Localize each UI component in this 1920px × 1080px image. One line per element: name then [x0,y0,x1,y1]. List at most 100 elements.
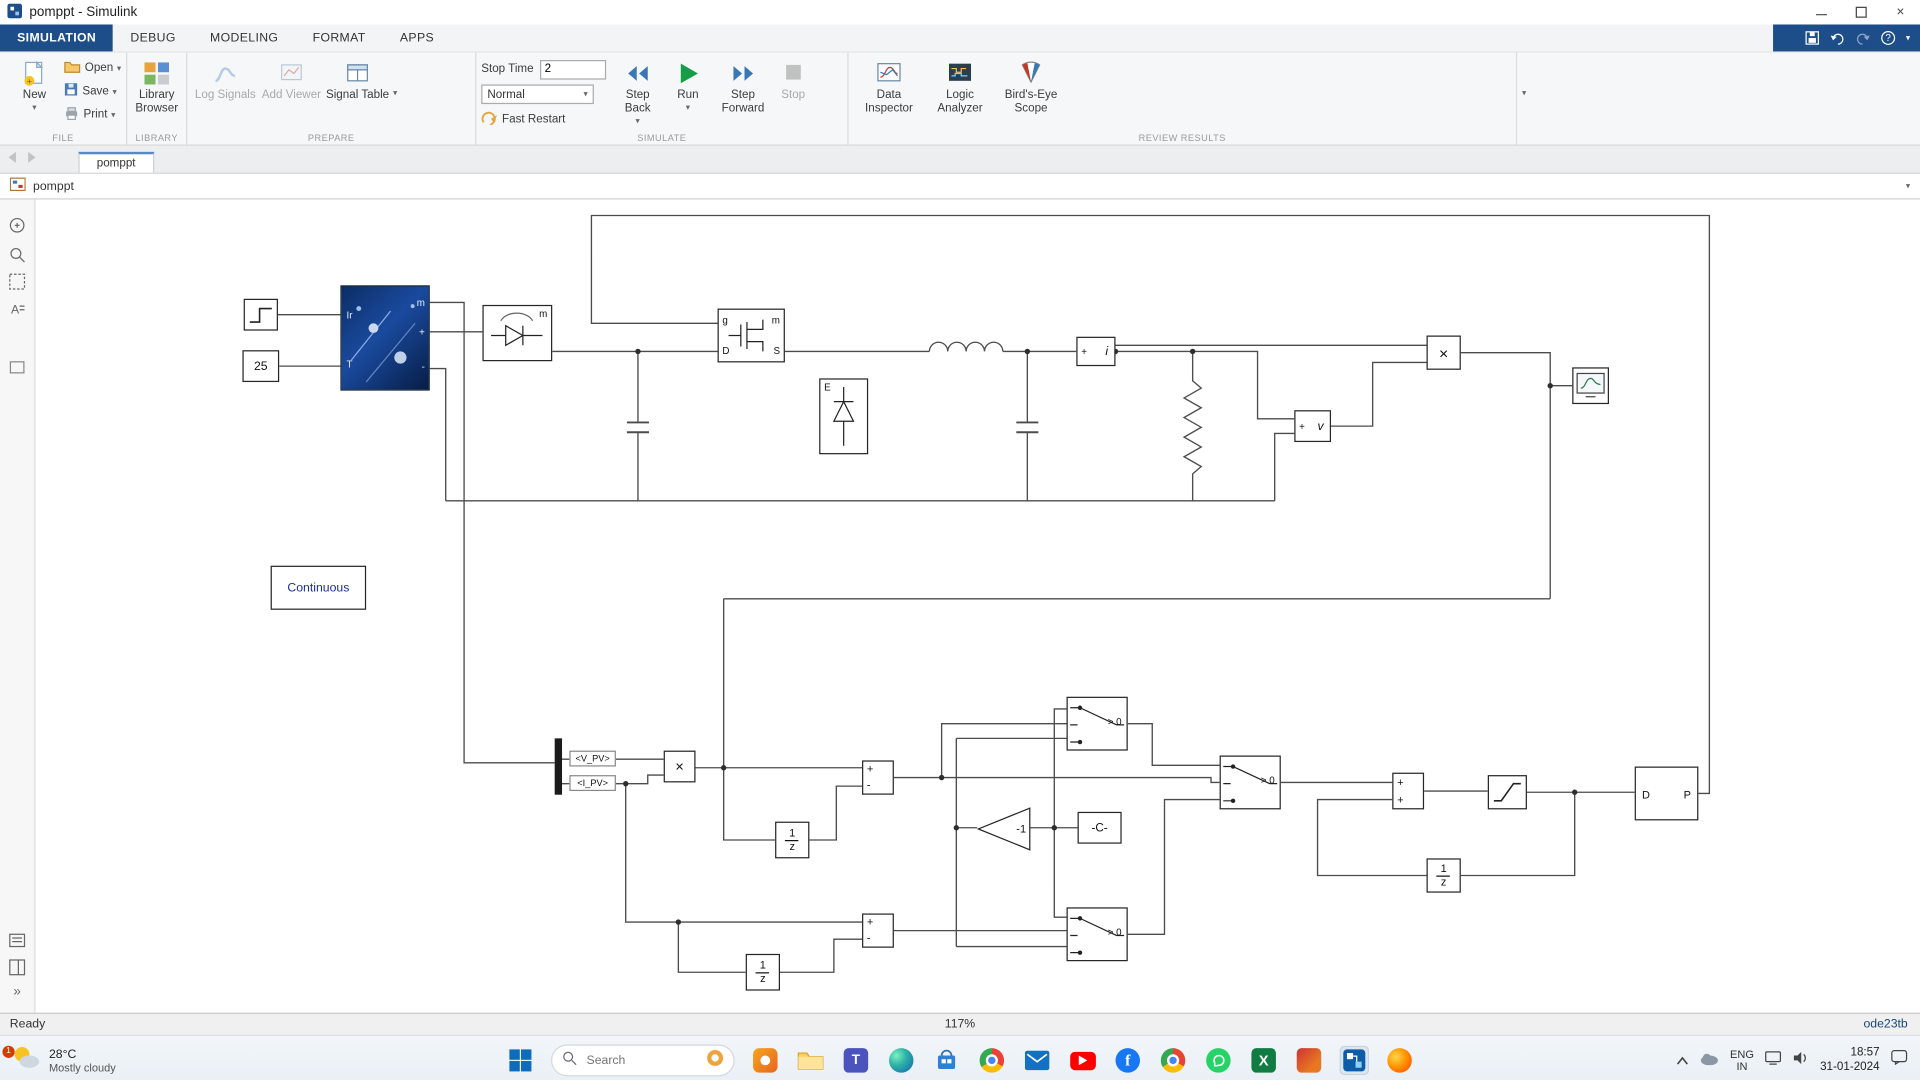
model-canvas[interactable]: 25 Ir T m + - m g [35,199,1920,1013]
constant-temperature-block[interactable]: 25 [242,350,280,383]
tab-modeling[interactable]: MODELING [210,31,279,45]
file-explorer-icon[interactable] [796,1046,825,1075]
data-inspector-button[interactable]: Data Inspector [853,56,924,116]
minimize-button[interactable] [1802,0,1841,24]
microsoft-store-icon[interactable] [932,1046,961,1075]
saturation-block[interactable] [1487,775,1527,810]
mosfet-block[interactable]: g m D S [717,308,785,363]
step-back-button[interactable]: Step Back ▾ [613,56,662,127]
whatsapp-icon[interactable] [1204,1046,1233,1075]
step-block[interactable] [243,298,278,331]
fast-restart-toggle[interactable]: Fast Restart [481,108,606,131]
toolstrip-overflow-caret-icon[interactable]: ▾ [1522,88,1527,98]
logic-analyzer-button[interactable]: Logic Analyzer [924,56,995,116]
model-tab[interactable]: pomppt [78,151,154,173]
maximize-button[interactable] [1842,0,1881,24]
volume-icon[interactable] [1793,1049,1809,1071]
sum-block-duty[interactable]: + + [1392,772,1425,810]
onedrive-icon[interactable] [1699,1049,1719,1071]
quick-save-icon[interactable] [1805,31,1820,46]
expand-palette-icon[interactable]: » [13,984,21,1000]
redo-icon[interactable] [1856,31,1872,45]
bus-selector-block[interactable] [554,738,563,795]
breadcrumb-caret-icon[interactable]: ▾ [1905,182,1911,192]
taskbar-clock[interactable]: 18:57 31-01-2024 [1820,1046,1880,1075]
powergui-block[interactable]: Continuous [270,565,367,610]
browser-icon[interactable] [1158,1046,1187,1075]
weather-widget[interactable]: 1 28°C Mostly cloudy [0,1043,116,1079]
switch-block-3[interactable]: > 0 [1066,907,1128,962]
solver-name[interactable]: ode23tb [1863,1017,1908,1032]
diode-block[interactable]: E [819,378,869,455]
facebook-icon[interactable]: f [1113,1046,1142,1075]
tab-format[interactable]: FORMAT [312,31,366,45]
breadcrumb-model-name[interactable]: pomppt [33,179,74,193]
tab-debug[interactable]: DEBUG [130,31,176,45]
step-forward-button[interactable]: Step Forward [714,56,773,116]
photos-app-icon[interactable] [751,1046,780,1075]
tab-apps[interactable]: APPS [399,31,435,45]
annotation-icon[interactable]: A [6,298,28,320]
chrome-icon[interactable] [977,1046,1006,1075]
property-inspector-icon[interactable] [6,956,28,978]
help-icon[interactable]: ? [1881,30,1896,46]
library-browser-button[interactable]: Library Browser [132,56,181,116]
sample-time-legend-icon[interactable] [6,929,28,951]
prepare-overflow-caret-icon[interactable]: ▾ [393,88,398,98]
firefox-icon[interactable] [1385,1046,1414,1075]
youtube-icon[interactable] [1068,1046,1097,1075]
switch-block-1[interactable]: > 0 [1066,696,1128,751]
open-button[interactable]: Open▾ [64,56,121,79]
taskbar-search[interactable] [551,1044,735,1077]
excel-icon[interactable]: X [1249,1046,1278,1075]
print-button[interactable]: Print▾ [64,103,121,126]
stop-button[interactable]: Stop [772,56,814,102]
tab-simulation[interactable]: SIMULATION [0,24,114,52]
simulink-taskbar-icon[interactable] [1339,1045,1369,1076]
new-button[interactable]: + New ▾ [5,56,64,114]
birdseye-scope-button[interactable]: Bird's-Eye Scope [996,56,1067,116]
pv-array-block[interactable]: Ir T m + - [340,285,430,391]
signal-table-button[interactable]: Signal Table [324,56,390,102]
bus-signal-tag-vpv[interactable]: <V_PV> [569,750,616,767]
run-button[interactable]: Run ▾ [662,56,713,114]
simulation-mode-dropdown[interactable]: Normal ▾ [481,84,594,105]
edge-icon[interactable] [887,1046,916,1075]
diode-measurement-block[interactable]: m [482,304,553,362]
start-button[interactable] [506,1046,535,1075]
sum-block-di[interactable]: + - [862,913,894,948]
tray-chevron-icon[interactable] [1676,1049,1688,1071]
undo-icon[interactable] [1830,31,1846,45]
teams-icon[interactable]: T [841,1046,870,1075]
current-measurement-block[interactable]: + i [1076,336,1116,367]
add-viewer-button[interactable]: Add Viewer [258,56,324,102]
nav-back-icon[interactable] [7,151,17,167]
switch-block-2[interactable]: > 0 [1219,755,1281,810]
constant-block-c[interactable]: -C- [1077,811,1122,844]
nav-forward-icon[interactable] [27,151,37,167]
save-button[interactable]: Save▾ [64,80,121,103]
quick-access-caret-icon[interactable]: ▾ [1905,34,1911,43]
matlab-icon[interactable] [1294,1046,1323,1075]
stop-time-input[interactable] [539,59,606,79]
zoom-icon[interactable] [6,244,28,266]
hide-browser-icon[interactable] [6,214,28,236]
image-annotation-icon[interactable] [6,356,28,378]
outlook-icon[interactable] [1022,1046,1051,1075]
display-icon[interactable] [1765,1049,1782,1071]
fit-to-view-icon[interactable] [6,271,28,293]
scope-block[interactable] [1572,367,1609,405]
gain-block[interactable]: -1 [976,807,1031,851]
product-block-power[interactable]: × [1426,335,1461,370]
sum-block-dp[interactable]: + - [862,760,894,795]
close-button[interactable]: × [1896,4,1905,20]
language-indicator[interactable]: ENG IN [1730,1048,1754,1073]
bus-signal-tag-ipv[interactable]: <I_PV> [569,775,616,792]
voltage-measurement-block[interactable]: + v [1294,410,1332,443]
notification-center-icon[interactable] [1891,1049,1908,1071]
pwm-subsystem-block[interactable]: D P [1634,766,1699,821]
log-signals-button[interactable]: Log Signals [192,56,258,102]
